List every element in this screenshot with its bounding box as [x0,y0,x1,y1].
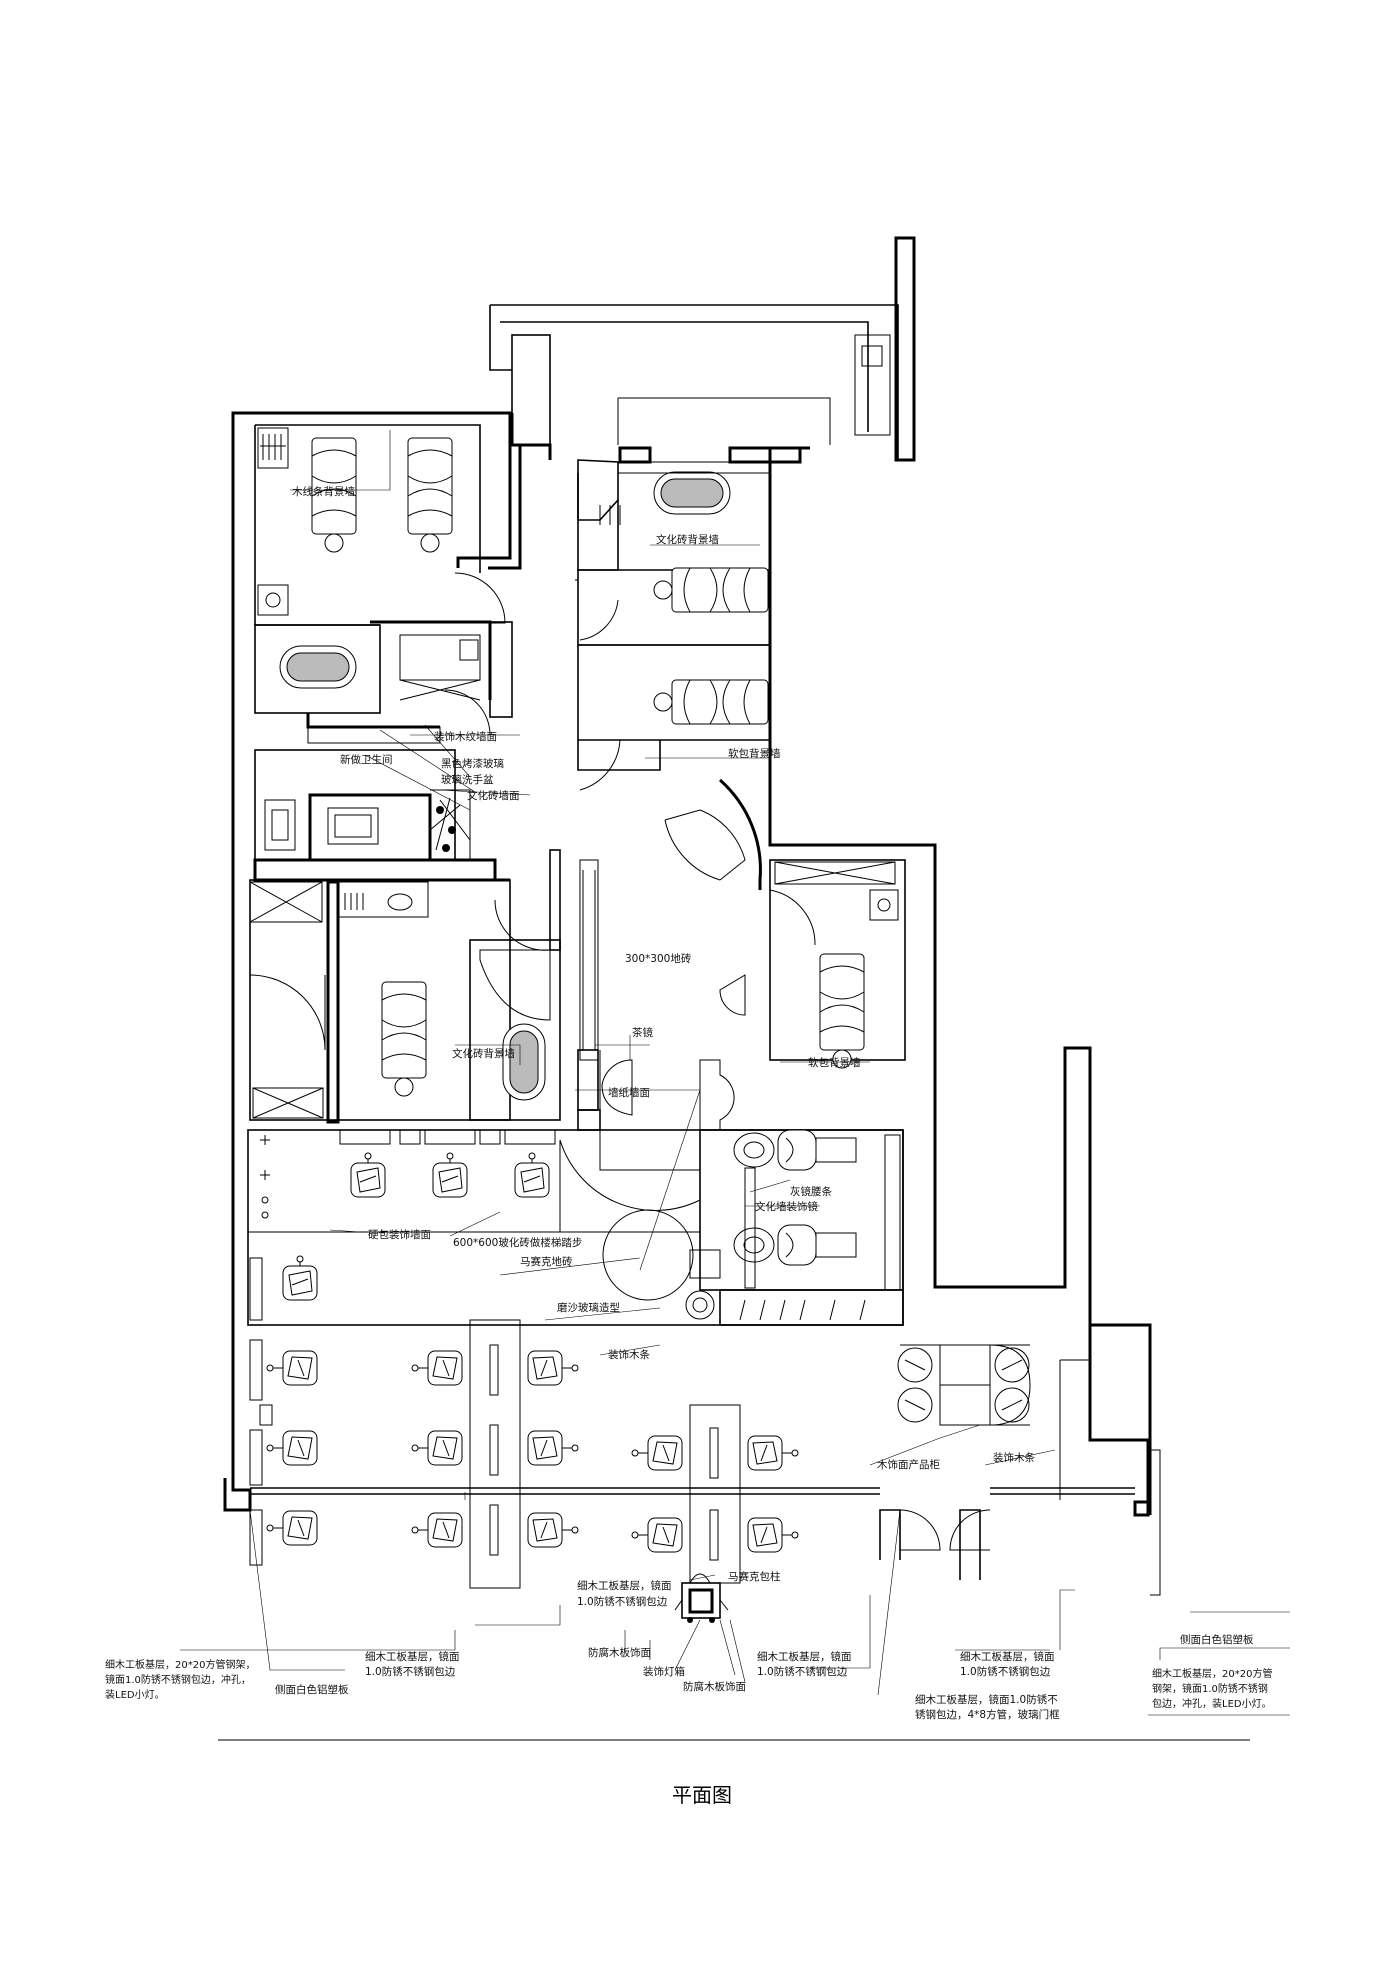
label-culture-wall-mirror: 文化墙装饰镜 [755,1200,818,1213]
label-gray-mirror-strip: 灰镜腰条 [790,1185,832,1198]
label-soft-pack-wall-1: 软包背景墙 [728,747,781,760]
label-anticorrosion-wood-1: 防腐木板饰面 [588,1646,651,1659]
note-mirror-b-line2: 1.0防锈不锈钢包边 [757,1665,848,1678]
label-frosted-glass: 磨沙玻璃造型 [557,1301,620,1314]
label-culture-brick-wall-2: 文化砖背景墙 [452,1047,515,1060]
note-door-line1: 细木工板基层，镜面1.0防锈不 [915,1693,1058,1706]
label-culture-brick-wall-face: 文化砖墙面 [467,789,520,802]
note-door-line2: 锈钢包边，4*8方管，玻璃门框 [915,1708,1060,1721]
label-stair-tile-600: 600*600玻化砖做楼梯踏步 [453,1236,582,1249]
label-floor-tile-300: 300*300地砖 [625,952,692,965]
label-wallpaper-wall: 墙纸墙面 [608,1086,650,1099]
label-black-lacquer-glass: 黑色烤漆玻璃 [441,757,504,770]
label-culture-brick-wall-1: 文化砖背景墙 [656,533,719,546]
label-side-alu-plastic-right: 侧面白色铝塑板 [1180,1633,1254,1646]
note-left-line1: 细木工板基层，20*20方管钢架， [105,1658,255,1671]
label-wood-product-cabinet: 木饰面产品柜 [877,1458,940,1471]
note-mirror-a-line1: 细木工板基层，镜面 [365,1650,460,1663]
note-left-line3: 装LED小灯。 [105,1688,165,1701]
label-mosaic-column: 马赛克包柱 [728,1570,781,1583]
label-decor-wood-strip-2: 装饰木条 [993,1451,1035,1464]
note-mirror-center-line1: 细木工板基层，镜面 [577,1579,672,1592]
label-soft-pack-wall-2: 软包背景墙 [808,1056,861,1069]
label-mosaic-floor: 马赛克地砖 [520,1255,573,1268]
note-right-line3: 包边，冲孔，装LED小灯。 [1152,1697,1272,1710]
note-left-line2: 镜面1.0防锈不锈钢包边，冲孔， [105,1673,251,1686]
note-mirror-c-line1: 细木工板基层，镜面 [960,1650,1055,1663]
label-decor-wood-strip-1: 装饰木条 [608,1348,650,1361]
label-side-alu-plastic-left: 侧面白色铝塑板 [275,1683,349,1696]
label-hard-pack-wall: 硬包装饰墙面 [368,1228,431,1241]
label-wood-strip-wall: 木线条背景墙 [292,485,355,498]
label-glass-basin: 玻璃洗手盆 [441,773,494,786]
label-new-toilet: 新做卫生间 [340,753,393,766]
note-right-line2: 钢架，镜面1.0防锈不锈钢 [1152,1682,1268,1695]
label-decor-lightbox: 装饰灯箱 [643,1665,685,1678]
label-anticorrosion-wood-2: 防腐木板饰面 [683,1680,746,1693]
note-mirror-b-line1: 细木工板基层，镜面 [757,1650,852,1663]
label-tea-mirror: 茶镜 [632,1026,653,1039]
note-mirror-a-line2: 1.0防锈不锈钢包边 [365,1665,456,1678]
label-decor-wood-grain-wall: 装饰木纹墙面 [434,730,497,743]
note-mirror-center-line2: 1.0防锈不锈钢包边 [577,1595,668,1608]
note-right-line1: 细木工板基层，20*20方管 [1152,1667,1272,1680]
drawing-title: 平面图 [672,1783,732,1807]
note-mirror-c-line2: 1.0防锈不锈钢包边 [960,1665,1051,1678]
